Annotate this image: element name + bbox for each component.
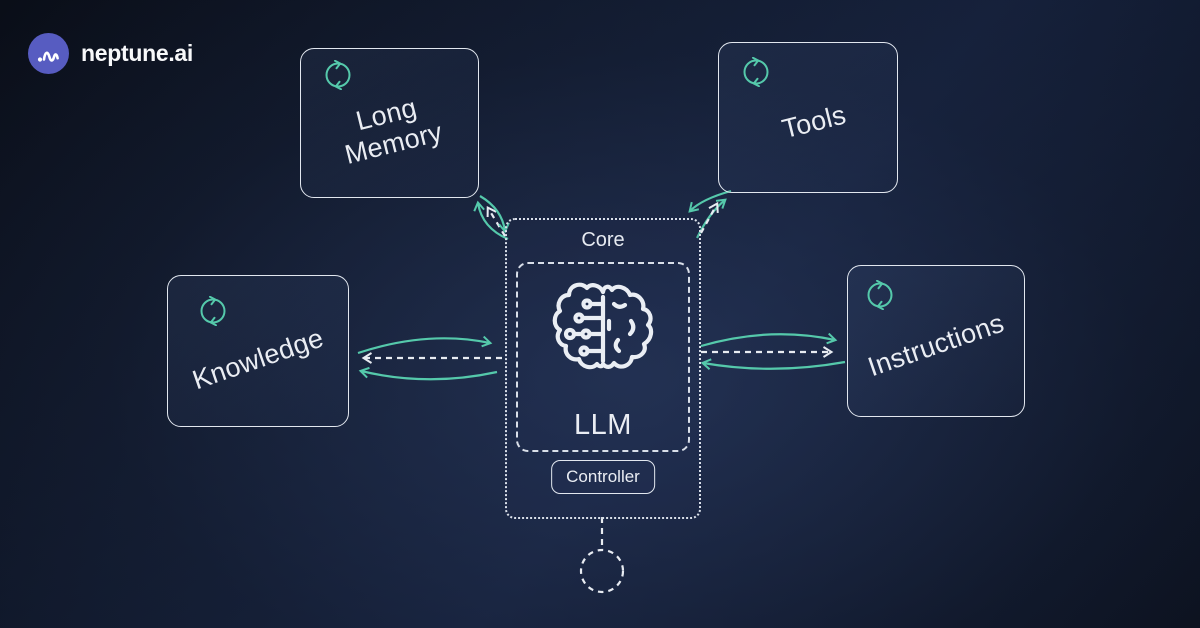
terminal-connector	[579, 517, 625, 594]
refresh-cycle-icon	[198, 295, 228, 327]
node-tools: Tools	[718, 42, 898, 193]
refresh-cycle-icon	[741, 56, 771, 88]
node-long-memory: Long Memory	[300, 48, 479, 198]
node-instructions: Instructions	[847, 265, 1025, 417]
core-title: Core	[581, 229, 625, 251]
brain-circuit-icon	[551, 276, 655, 387]
node-label: Knowledge	[188, 322, 328, 396]
terminal-circle	[579, 548, 625, 594]
node-label: Tools	[779, 99, 849, 144]
llm-label: LLM	[574, 409, 632, 441]
arrows-memory-core	[473, 195, 510, 241]
core-container: Core LLM Controller	[505, 218, 701, 519]
neptune-wave-icon	[28, 33, 69, 74]
node-knowledge: Knowledge	[167, 275, 349, 427]
refresh-cycle-icon	[323, 59, 353, 91]
controller-chip: Controller	[551, 460, 655, 494]
llm-box: LLM	[516, 262, 690, 452]
refresh-cycle-icon	[865, 279, 895, 311]
node-label: Long Memory	[341, 92, 445, 171]
arrows-knowledge-core	[357, 335, 502, 381]
node-label: Instructions	[864, 307, 1008, 383]
brand-logo: neptune.ai	[28, 33, 193, 74]
brand-name: neptune.ai	[81, 40, 194, 66]
arrows-core-instructions	[700, 332, 846, 370]
